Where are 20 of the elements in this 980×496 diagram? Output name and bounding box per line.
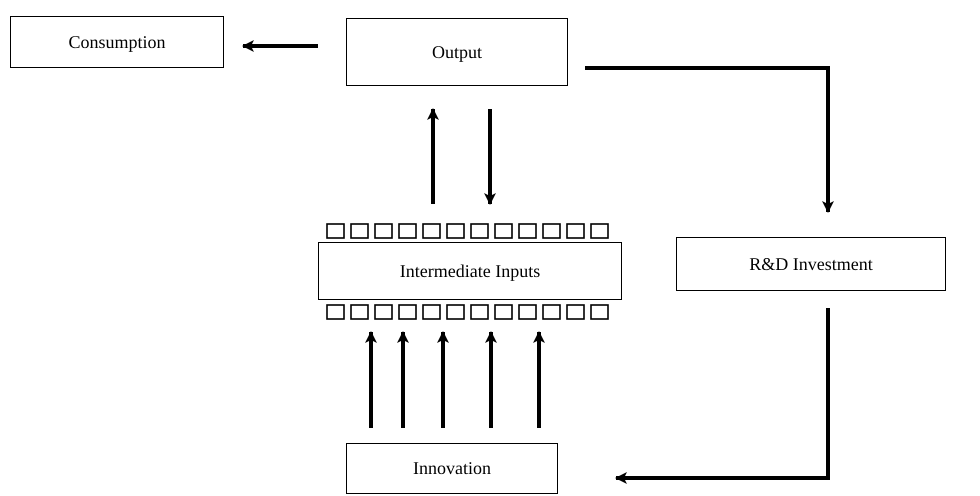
- arrow: [397, 331, 409, 428]
- arrow: [365, 331, 377, 428]
- box-label: Consumption: [68, 32, 166, 52]
- process-box: [318, 242, 622, 300]
- box-label: Intermediate Inputs: [400, 260, 540, 282]
- process-box: [10, 16, 224, 68]
- arrow: [533, 331, 545, 428]
- box-label: R&D Investment: [749, 254, 873, 274]
- arrow: [484, 109, 496, 205]
- arrow: [242, 40, 318, 52]
- arrow: [437, 331, 449, 428]
- arrow: [615, 308, 830, 484]
- arrow: [585, 66, 834, 213]
- process-box: [346, 443, 558, 494]
- box-label: Innovation: [413, 458, 491, 479]
- arrow: [485, 331, 497, 428]
- process-box: [676, 237, 946, 291]
- box-label: Output: [432, 42, 482, 62]
- process-box: [346, 18, 568, 86]
- arrow: [427, 108, 439, 204]
